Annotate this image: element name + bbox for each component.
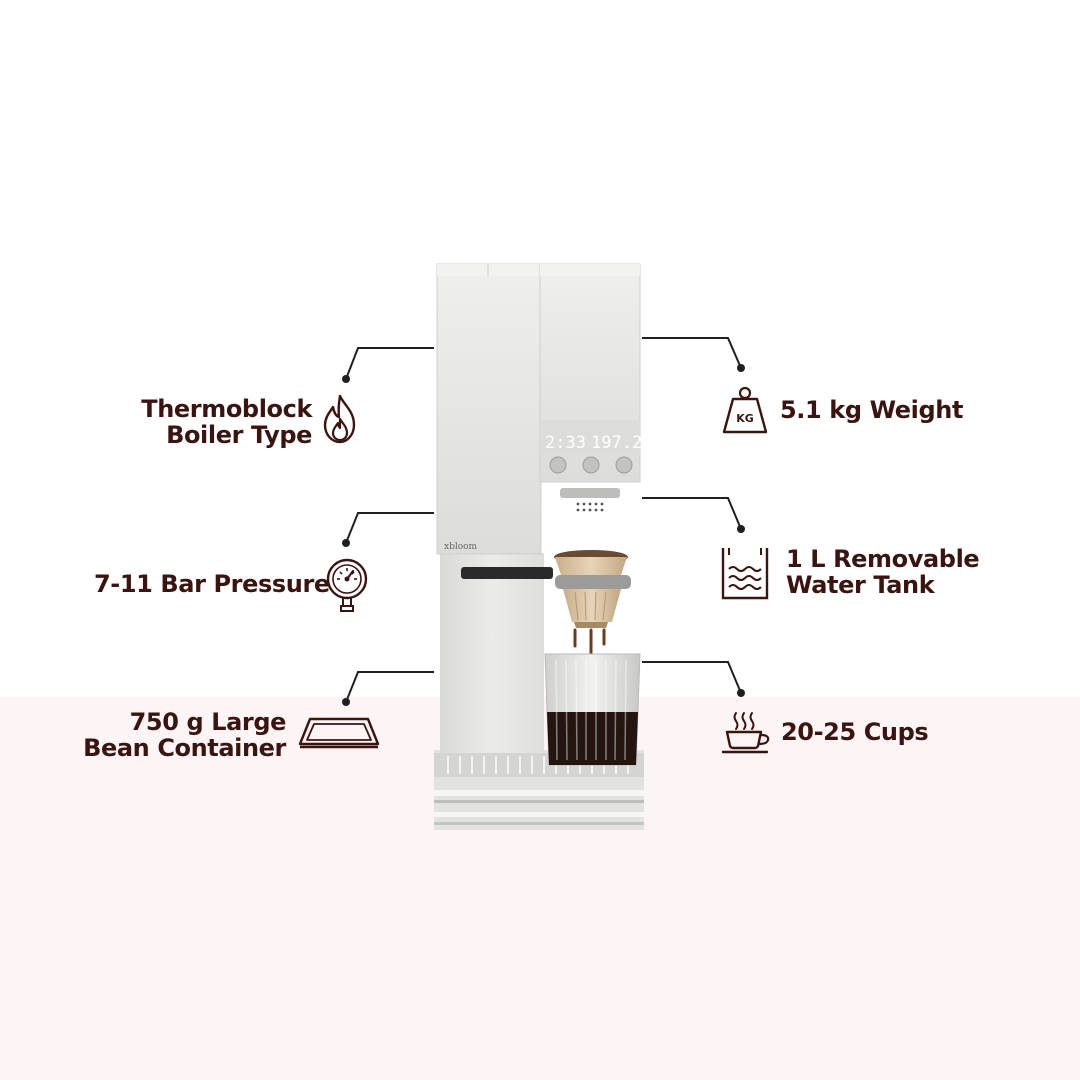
brand-logo-text: xbloom [444,542,478,552]
feature-tank-line1: 1 L Removable [786,545,980,573]
feature-tank-label: 1 L Removable Water Tank [786,545,980,599]
kg-badge-text: KG [736,412,754,425]
display-time: 2:33 [545,433,586,453]
feature-beans-line2: Bean Container [83,734,286,762]
feature-boiler-line2: Boiler Type [166,421,312,449]
control-slot [461,567,553,579]
display-screen [542,420,640,454]
feature-pressure-label: 7-11 Bar Pressure [94,570,330,598]
feature-weight-label: 5.1 kg Weight [780,396,964,424]
feature-cups-label: 20-25 Cups [781,718,929,746]
flame-icon [323,394,356,444]
machine-lower-body [440,553,544,753]
tray-icon [298,717,380,749]
display-weight: 197.2 [591,433,642,453]
kg-weight-icon: KG [722,386,768,434]
feature-beans-label: 750 g Large Bean Container [60,709,286,761]
pressure-gauge-icon [326,558,368,612]
brew-head [560,488,620,498]
shower-head-holes [576,502,604,512]
control-knobs [549,456,633,474]
feature-boiler-line1: Thermoblock [141,395,312,423]
feature-boiler-label: Thermoblock Boiler Type [120,396,312,448]
feature-tank-line2: Water Tank [786,571,935,599]
feature-beans-line1: 750 g Large [129,708,287,736]
coffee-cup-icon [721,712,770,754]
pour-over-dripper [554,550,631,628]
water-tank-icon [721,548,769,600]
bean-hopper-panel [436,263,542,555]
glass-server [544,653,641,766]
